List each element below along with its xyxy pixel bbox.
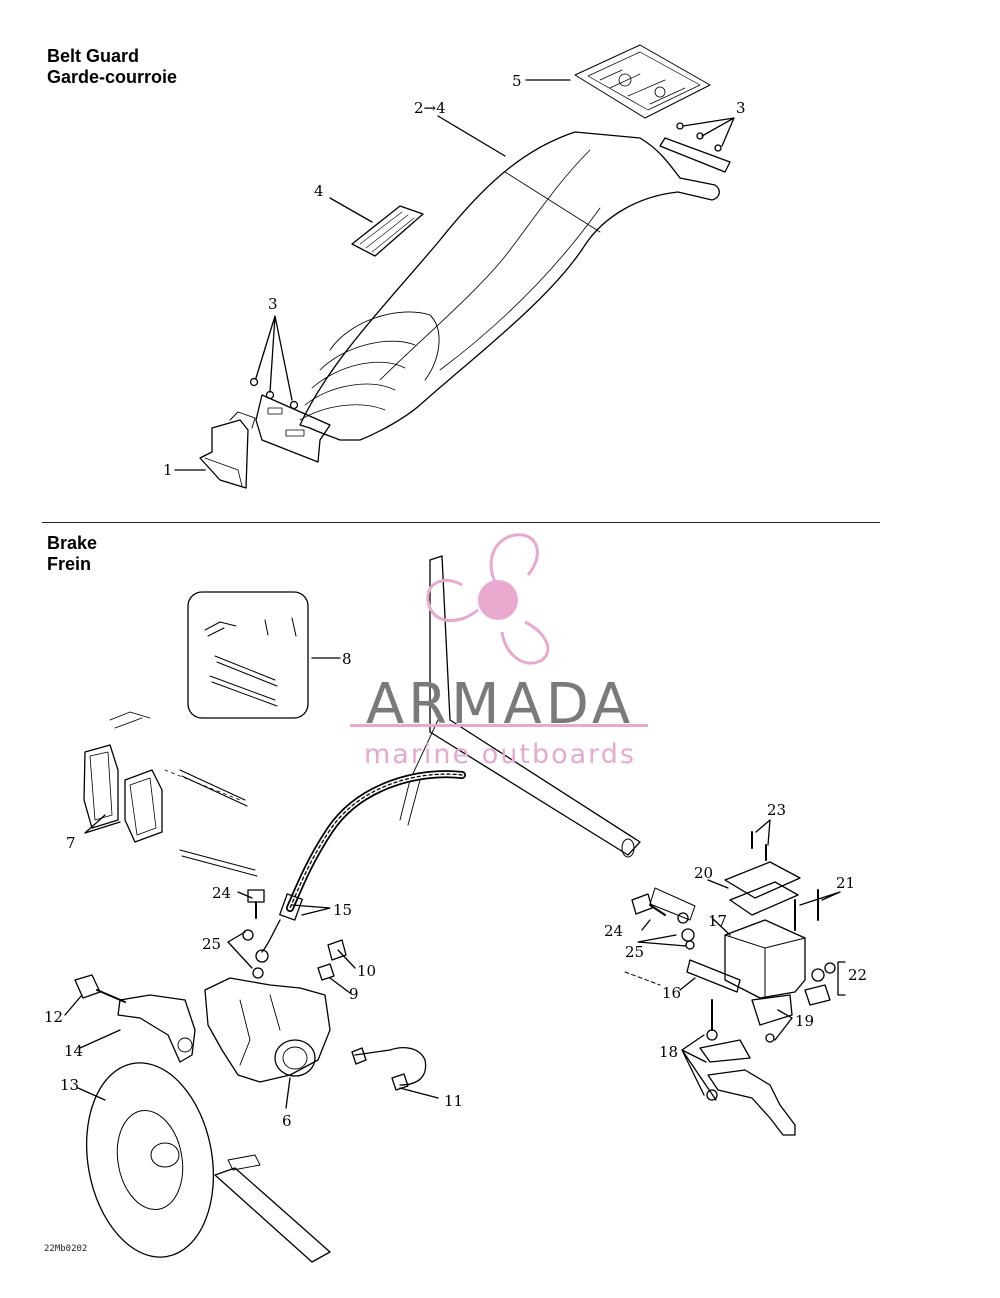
brake-lever — [707, 1069, 796, 1136]
master-cylinder — [724, 919, 806, 999]
callout-1: 1 — [163, 461, 173, 479]
watermark-tagline: marine outboards — [364, 739, 636, 770]
callout-4: 4 — [314, 182, 324, 200]
callout-2-to-4: 2→4 — [414, 99, 446, 117]
callout-21: 21 — [836, 874, 855, 892]
callout-18: 18 — [659, 1043, 678, 1061]
callout-23: 23 — [767, 801, 786, 819]
callout-7: 7 — [66, 834, 76, 852]
brake-title-en: Brake — [47, 533, 98, 553]
guard-decal — [574, 44, 711, 119]
callout-5: 5 — [512, 72, 522, 90]
pin-kit-box — [187, 591, 309, 719]
belt-guard-title-fr: Garde-courroie — [47, 67, 178, 87]
callout-24-left: 24 — [212, 884, 231, 902]
callout-22: 22 — [848, 966, 867, 984]
callout-24-right: 24 — [604, 922, 623, 940]
callout-20: 20 — [694, 864, 713, 882]
callout-13: 13 — [60, 1076, 79, 1094]
brake-title-fr: Frein — [47, 554, 92, 574]
callout-3-left: 3 — [268, 295, 278, 313]
section-divider — [42, 522, 880, 523]
axle-shaft — [214, 1167, 331, 1263]
callout-14: 14 — [64, 1042, 83, 1060]
watermark-brand: ARMADA — [366, 672, 634, 737]
guard-flange — [255, 394, 331, 463]
callout-10: 10 — [357, 962, 376, 980]
brake-caliper — [204, 977, 331, 1083]
handlebar — [429, 555, 641, 856]
callout-19: 19 — [795, 1012, 814, 1030]
guard-bracket — [199, 419, 249, 489]
belt-guard-title-en: Belt Guard — [47, 46, 140, 66]
guard-label-strip — [351, 205, 424, 257]
callout-8: 8 — [342, 650, 352, 668]
callout-17: 17 — [708, 912, 727, 930]
brake-disc — [85, 1062, 215, 1258]
guard-hinge — [659, 137, 731, 173]
callout-25-right: 25 — [625, 943, 644, 961]
callout-25-left: 25 — [202, 935, 221, 953]
brake-drawing — [64, 555, 846, 1263]
belt-guard-body — [299, 131, 720, 441]
brake-pads — [83, 744, 119, 829]
brake-callouts: 6 7 8 9 10 11 12 13 14 15 16 17 18 19 20… — [44, 650, 867, 1130]
callout-9: 9 — [349, 985, 359, 1003]
belt-guard-drawing — [174, 44, 735, 489]
belt-callouts: 1 2→4 3 3 4 5 — [163, 72, 746, 479]
callout-16: 16 — [662, 984, 681, 1002]
belt-guard-title: Belt Guard Garde-courroie — [47, 46, 177, 88]
callout-11: 11 — [444, 1092, 463, 1110]
drawing-code: 22Mb0202 — [44, 1244, 88, 1254]
brake-hose — [286, 770, 466, 912]
brake-title: Brake Frein — [47, 533, 97, 575]
callout-15: 15 — [333, 901, 352, 919]
callout-3-top: 3 — [736, 99, 746, 117]
propeller-logo-icon — [426, 533, 550, 665]
reservoir-cover — [724, 861, 801, 899]
caliper-bracket — [117, 994, 196, 1063]
callout-12: 12 — [44, 1008, 63, 1026]
callout-6: 6 — [282, 1112, 292, 1130]
armada-watermark: ARMADA marine outboards — [350, 533, 648, 770]
